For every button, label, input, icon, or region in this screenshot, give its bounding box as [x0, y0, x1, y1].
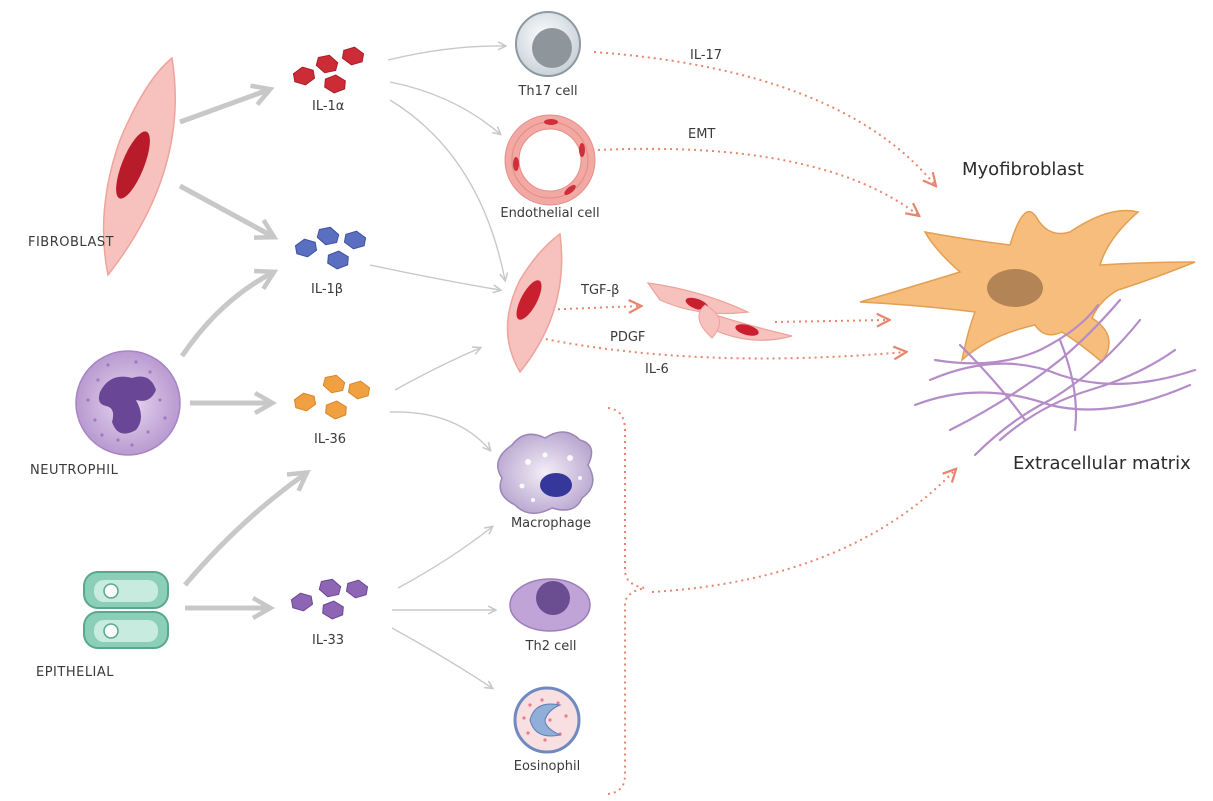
- immune-bracket: [607, 407, 646, 795]
- arrow-il33-to-eosinophil: [391, 627, 492, 688]
- arrow-il36-to-macrophage: [389, 411, 490, 450]
- th2-label: Th2 cell: [525, 639, 577, 654]
- arrow-il17-to-myofibroblast: [593, 51, 935, 185]
- arrow-il33-to-macrophage: [397, 527, 492, 589]
- th2-cell: [509, 578, 591, 632]
- myofibroblast-cell: [859, 209, 1196, 364]
- il33-hexagons: [290, 578, 369, 620]
- th17-cell: [515, 11, 581, 77]
- macrophage-label: Macrophage: [510, 516, 592, 531]
- neutrophil-cell: [75, 350, 181, 456]
- il1a-hexagons: [292, 46, 365, 94]
- arrow-il36-to-fibroblast: [394, 348, 480, 391]
- central-fibroblast: [506, 232, 563, 374]
- il1b-hexagons: [294, 226, 367, 270]
- neutrophil-label: NEUTROPHIL: [30, 463, 119, 478]
- arrow-pdgf-to-myofibroblast: [539, 337, 905, 358]
- activated-fibroblasts: [646, 282, 793, 341]
- cytokine-arrows: [369, 46, 505, 688]
- arrow-fibroblast-to-il1b: [178, 183, 279, 240]
- arrow-emt-to-myofibroblast: [597, 147, 918, 215]
- il1a-label: IL-1α: [312, 99, 345, 114]
- arrow-il1a-to-fibroblast: [389, 99, 505, 280]
- arrow-epithelial-to-il36: [183, 469, 311, 587]
- il36-label: IL-36: [314, 432, 347, 447]
- th17-label: Th17 cell: [518, 84, 578, 99]
- ecm-label: Extracellular matrix: [1013, 453, 1191, 474]
- pdgf-label: PDGF: [610, 330, 646, 345]
- tgfb-label: TGF-β: [581, 283, 620, 298]
- arrow-il1b-to-fibroblast: [369, 264, 500, 290]
- il1b-label: IL-1β: [311, 282, 344, 297]
- endothelial-cell: [504, 114, 596, 206]
- emt-label: EMT: [688, 127, 716, 142]
- arrow-fibroblast-to-il1a: [179, 83, 275, 125]
- macrophage-cell: [497, 431, 594, 514]
- eosinophil-label: Eosinophil: [513, 759, 581, 774]
- il17-label: IL-17: [690, 48, 723, 63]
- myofibroblast-label: Myofibroblast: [962, 159, 1084, 180]
- arrow-il1a-to-endothelial: [389, 81, 500, 134]
- il36-hexagons: [293, 374, 371, 420]
- il33-label: IL-33: [312, 633, 345, 648]
- arrow-immune-to-ecm: [651, 470, 955, 593]
- endothelial-label: Endothelial cell: [500, 206, 600, 221]
- source-arrows: [178, 83, 311, 620]
- eosinophil-cell: [513, 686, 581, 754]
- arrow-il1a-to-th17: [387, 46, 505, 61]
- il6-label: IL-6: [645, 362, 669, 377]
- mediator-arrows: [539, 51, 955, 593]
- arrow-activated-fibroblasts-to-myofibroblast: [774, 320, 888, 322]
- fibroblast-label: FIBROBLAST: [28, 235, 115, 250]
- epithelial-label: EPITHELIAL: [36, 665, 115, 680]
- fibroblast-cell: [102, 56, 176, 277]
- epithelial-cells: [83, 571, 169, 649]
- extracellular-matrix-fibers: [913, 298, 1197, 457]
- arrow-neutrophil-to-il1b: [179, 268, 279, 358]
